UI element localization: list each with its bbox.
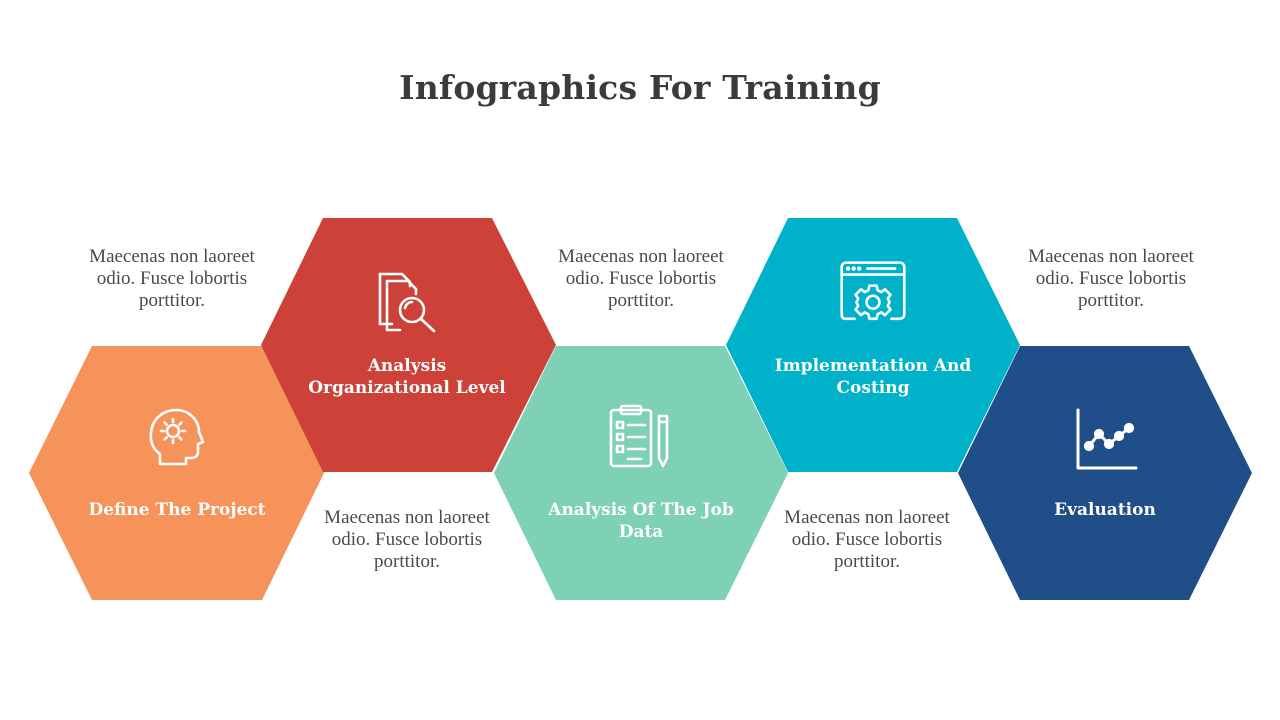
description-text: Maecenas non laoreet odio. Fusce loborti… — [784, 507, 950, 572]
description-text: Maecenas non laoreet odio. Fusce loborti… — [89, 246, 255, 311]
hexagon-implementation-costing — [726, 218, 1020, 472]
description-text: Maecenas non laoreet odio. Fusce loborti… — [324, 507, 490, 572]
step-label-implementation-costing: Implementation And Costing — [774, 356, 972, 398]
hexagon-analysis-job-data — [494, 346, 788, 600]
description-text: Maecenas non laoreet odio. Fusce loborti… — [558, 246, 724, 311]
step-label-analysis-job-data: Analysis Of The Job Data — [548, 500, 734, 542]
hexagon-define-project — [29, 346, 324, 600]
browser-gear-icon — [840, 261, 906, 321]
step-label-define-project: Define The Project — [88, 500, 266, 520]
head-gear-icon — [149, 408, 205, 466]
document-search-icon — [378, 272, 436, 333]
hexagon-evaluation — [958, 346, 1252, 600]
description-text: Maecenas non laoreet odio. Fusce loborti… — [1028, 246, 1194, 311]
clipboard-checklist-icon — [609, 404, 669, 468]
page-title: Infographics For Training — [399, 68, 881, 107]
step-label-analysis-organizational: Analysis Organizational Level — [308, 356, 506, 398]
hexagon-analysis-organizational — [261, 218, 556, 472]
line-chart-icon — [1076, 408, 1138, 470]
step-label-evaluation: Evaluation — [1054, 500, 1156, 520]
